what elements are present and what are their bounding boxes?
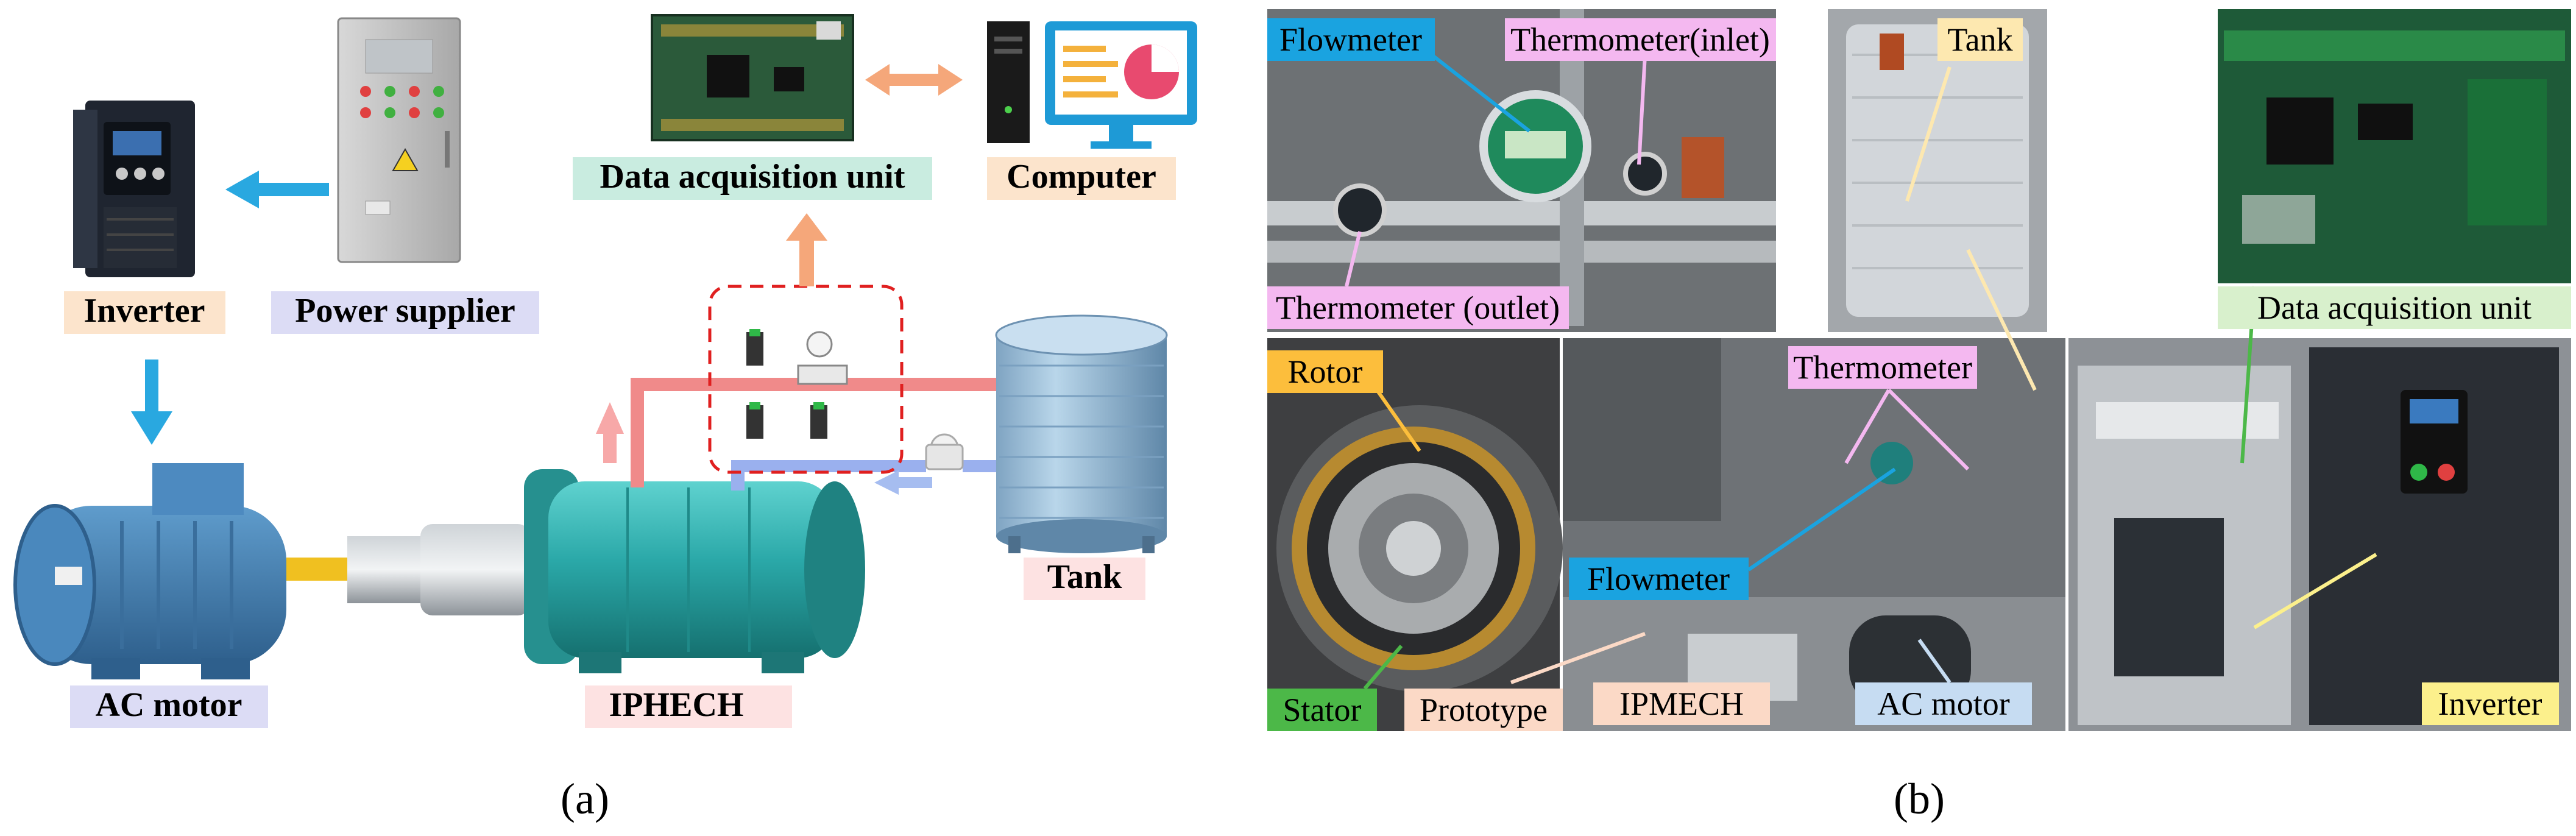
leader-lines — [1345, 53, 2377, 690]
photo-rotor — [1267, 338, 1563, 731]
power-supply-cabinet — [337, 17, 461, 263]
arrow-sensors-to-daq — [786, 213, 827, 286]
label-power-supplier-text: Power supplier — [295, 292, 515, 330]
label-thermometer-inlet-text: Thermometer(inlet) — [1510, 21, 1770, 58]
label-prototype: Prototype — [1404, 689, 1563, 731]
tank-device — [995, 314, 1168, 553]
photo-bench — [1563, 338, 2065, 731]
label-ipmech: IPMECH — [1593, 682, 1770, 725]
label-flowmeter-top: Flowmeter — [1267, 18, 1435, 61]
label-inverter-text: Inverter — [83, 292, 205, 330]
flow-arrows — [596, 402, 932, 495]
label-daq-text: Data acquisition unit — [600, 158, 905, 196]
panel-a: Inverter Power supplier Data acquisition… — [13, 14, 1197, 823]
label-ac-motor-text: AC motor — [95, 686, 242, 724]
label-thermometer-outlet-text: Thermometer (outlet) — [1276, 289, 1560, 326]
photo-daq — [2218, 9, 2571, 283]
caption-b: (b) — [1894, 774, 1945, 823]
label-iphech: IPHECH — [585, 685, 792, 728]
label-tank-a-text: Tank — [1047, 558, 1122, 596]
label-prototype-text: Prototype — [1420, 692, 1548, 728]
label-inverter-b-text: Inverter — [2438, 685, 2542, 722]
label-tank-a: Tank — [1024, 558, 1145, 600]
label-computer: Computer — [987, 157, 1176, 200]
computer-icon — [987, 21, 1197, 149]
arrow-power-to-inverter — [225, 171, 329, 208]
label-tank-b: Tank — [1937, 18, 2023, 61]
label-ac-motor-b: AC motor — [1855, 682, 2032, 725]
label-daq-b: Data acquisition unit — [2218, 286, 2571, 329]
label-ac-motor-b-text: AC motor — [1877, 685, 2010, 722]
label-inverter: Inverter — [64, 291, 225, 334]
label-daq: Data acquisition unit — [573, 157, 932, 200]
photo-cabinet — [2068, 338, 2571, 731]
label-flowmeter-mid-text: Flowmeter — [1587, 561, 1730, 597]
label-tank-b-text: Tank — [1947, 21, 2012, 58]
arrow-inverter-to-motor — [131, 360, 172, 445]
iphech-device — [524, 469, 865, 673]
photo-tank — [1828, 9, 2047, 332]
label-ipmech-text: IPMECH — [1619, 685, 1744, 722]
label-stator-text: Stator — [1283, 692, 1362, 728]
label-thermometer-inlet: Thermometer(inlet) — [1505, 18, 1776, 61]
label-iphech-text: IPHECH — [609, 686, 744, 724]
label-stator: Stator — [1267, 689, 1377, 731]
label-computer-text: Computer — [1007, 158, 1156, 196]
arrow-daq-computer — [865, 64, 963, 96]
label-rotor-text: Rotor — [1287, 353, 1362, 390]
daq-board — [651, 14, 854, 141]
label-rotor: Rotor — [1267, 350, 1383, 393]
ac-motor-device — [13, 463, 286, 679]
label-ac-motor: AC motor — [70, 685, 268, 728]
label-thermometer: Thermometer — [1788, 346, 1977, 389]
label-power-supplier: Power supplier — [271, 291, 539, 334]
label-thermometer-text: Thermometer — [1793, 349, 1972, 386]
photo-sensors — [1267, 9, 1776, 332]
label-flowmeter-top-text: Flowmeter — [1279, 21, 1422, 58]
label-thermometer-outlet: Thermometer (outlet) — [1267, 286, 1569, 329]
cold-water-pipe — [731, 433, 1017, 491]
label-daq-b-text: Data acquisition unit — [2257, 289, 2532, 326]
shaft-coupling — [286, 524, 530, 615]
caption-a: (a) — [561, 774, 609, 823]
panel-b: Flowmeter Thermometer(inlet) Thermometer… — [1267, 9, 2571, 823]
label-flowmeter-mid: Flowmeter — [1569, 558, 1749, 600]
label-inverter-b: Inverter — [2422, 682, 2559, 725]
inverter-device — [73, 101, 195, 277]
